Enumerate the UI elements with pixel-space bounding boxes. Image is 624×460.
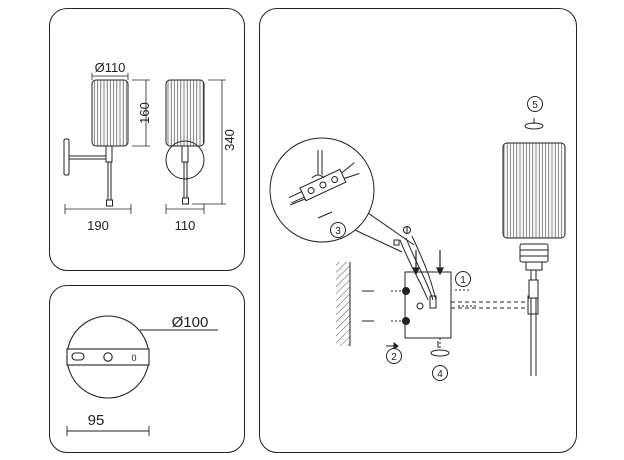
step-3-label: 3 bbox=[335, 226, 341, 237]
wall-section bbox=[336, 262, 350, 346]
wire-arrows bbox=[412, 250, 444, 276]
top-ring bbox=[524, 118, 544, 130]
shade-height-dimension bbox=[132, 79, 150, 147]
projection-dimension bbox=[64, 204, 132, 214]
supply-wires bbox=[393, 226, 437, 301]
shade-diameter-label: Ø110 bbox=[95, 60, 126, 75]
wiring-detail-bubble bbox=[269, 137, 415, 253]
side-view-wall-plate bbox=[63, 138, 70, 176]
mounting-slot-mark: 0 bbox=[131, 353, 136, 363]
side-view-shade bbox=[91, 79, 129, 147]
step-2-label: 2 bbox=[391, 352, 397, 363]
mounting-bracket bbox=[404, 271, 452, 339]
assembly-shade bbox=[502, 142, 566, 239]
step-4-label: 4 bbox=[437, 369, 443, 380]
terminal-block bbox=[288, 162, 360, 204]
step-1-label: 1 bbox=[460, 275, 466, 286]
front-view-socket bbox=[181, 145, 189, 163]
mounting-plate-drawing bbox=[66, 315, 150, 399]
front-view-shade bbox=[165, 79, 205, 147]
side-view-socket bbox=[105, 145, 113, 163]
total-height-label: 340 bbox=[222, 129, 237, 151]
detail-arrow bbox=[289, 198, 306, 206]
step-5-circle bbox=[527, 96, 543, 112]
step-3-circle bbox=[330, 222, 346, 238]
mounting-bar bbox=[66, 348, 150, 366]
mounting-center-hole bbox=[103, 352, 113, 362]
total-height-dimension bbox=[192, 79, 226, 205]
step-2-circle bbox=[386, 348, 402, 364]
projection-label: 190 bbox=[87, 218, 109, 233]
dimensions-panel bbox=[49, 8, 245, 271]
step-callouts bbox=[330, 96, 543, 381]
detail-clamp bbox=[311, 174, 325, 179]
step-5-label: 5 bbox=[532, 100, 538, 111]
step-1-circle bbox=[455, 271, 471, 287]
shade-diameter-dimension bbox=[91, 73, 129, 80]
plate-diameter-label: Ø100 bbox=[172, 314, 209, 331]
front-width-label: 110 bbox=[175, 218, 196, 233]
bracket-screws bbox=[402, 287, 437, 325]
shade-height-label: 160 bbox=[137, 102, 152, 124]
bulb-socket bbox=[519, 243, 549, 271]
side-view-drawing bbox=[63, 79, 129, 207]
lamp-arm bbox=[451, 262, 539, 376]
front-view-drawing bbox=[165, 79, 205, 205]
wall-anchors bbox=[362, 290, 405, 350]
mounting-slot bbox=[71, 352, 85, 361]
step-4-circle bbox=[432, 365, 448, 381]
slot-spacing-label: 95 bbox=[88, 412, 105, 429]
slot-spacing-dimension bbox=[66, 426, 150, 436]
front-width-dimension bbox=[165, 204, 205, 214]
bottom-washer bbox=[430, 338, 450, 357]
